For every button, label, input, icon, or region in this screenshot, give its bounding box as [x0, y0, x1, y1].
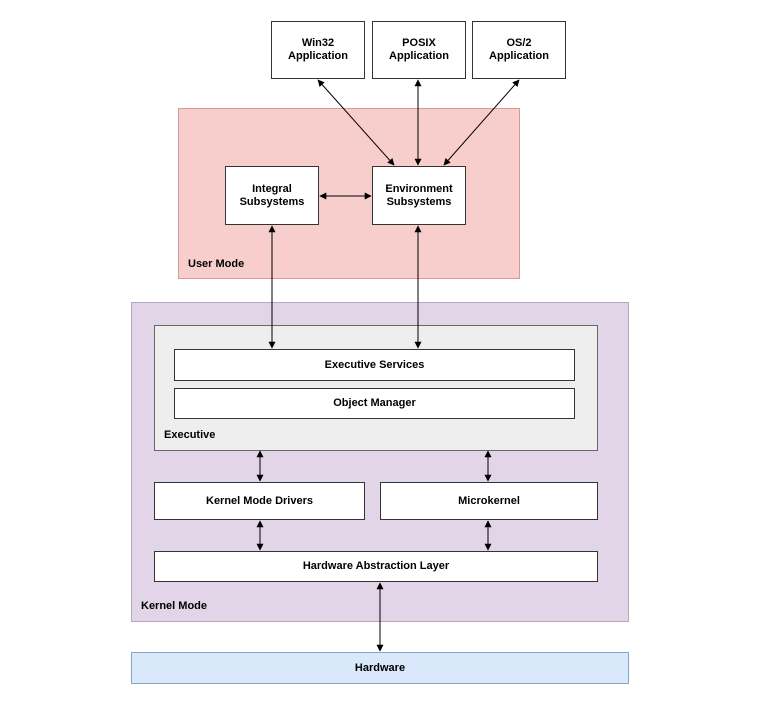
integral-subsystems-label: Integral Subsystems — [239, 182, 305, 208]
microkernel-label: Microkernel — [458, 494, 520, 507]
executive-services-label: Executive Services — [324, 358, 425, 371]
hardware-abstraction-layer-box: Hardware Abstraction Layer — [154, 551, 598, 582]
hardware-label: Hardware — [354, 662, 406, 674]
executive-services-box: Executive Services — [174, 349, 575, 381]
integral-subsystems-box: Integral Subsystems — [225, 166, 319, 225]
environment-subsystems-label: Environment Subsystems — [385, 182, 453, 208]
kernel-mode-drivers-label: Kernel Mode Drivers — [206, 494, 313, 507]
os2-application-box: OS/2 Application — [472, 21, 566, 79]
os2-application-label: OS/2 Application — [489, 37, 549, 62]
hardware-box: Hardware — [131, 652, 629, 684]
win32-application-box: Win32 Application — [271, 21, 365, 79]
executive-label: Executive — [164, 429, 216, 441]
win32-application-label: Win32 Application — [288, 37, 348, 62]
kernel-mode-label: Kernel Mode — [141, 600, 208, 612]
hardware-abstraction-layer-label: Hardware Abstraction Layer — [302, 560, 450, 572]
posix-application-box: POSIX Application — [372, 21, 466, 79]
microkernel-box: Microkernel — [380, 482, 598, 520]
kernel-mode-drivers-box: Kernel Mode Drivers — [154, 482, 365, 520]
object-manager-label: Object Manager — [333, 397, 416, 409]
user-mode-label: User Mode — [188, 258, 245, 270]
object-manager-box: Object Manager — [174, 388, 575, 419]
environment-subsystems-box: Environment Subsystems — [372, 166, 466, 225]
posix-application-label: POSIX Application — [389, 37, 449, 62]
